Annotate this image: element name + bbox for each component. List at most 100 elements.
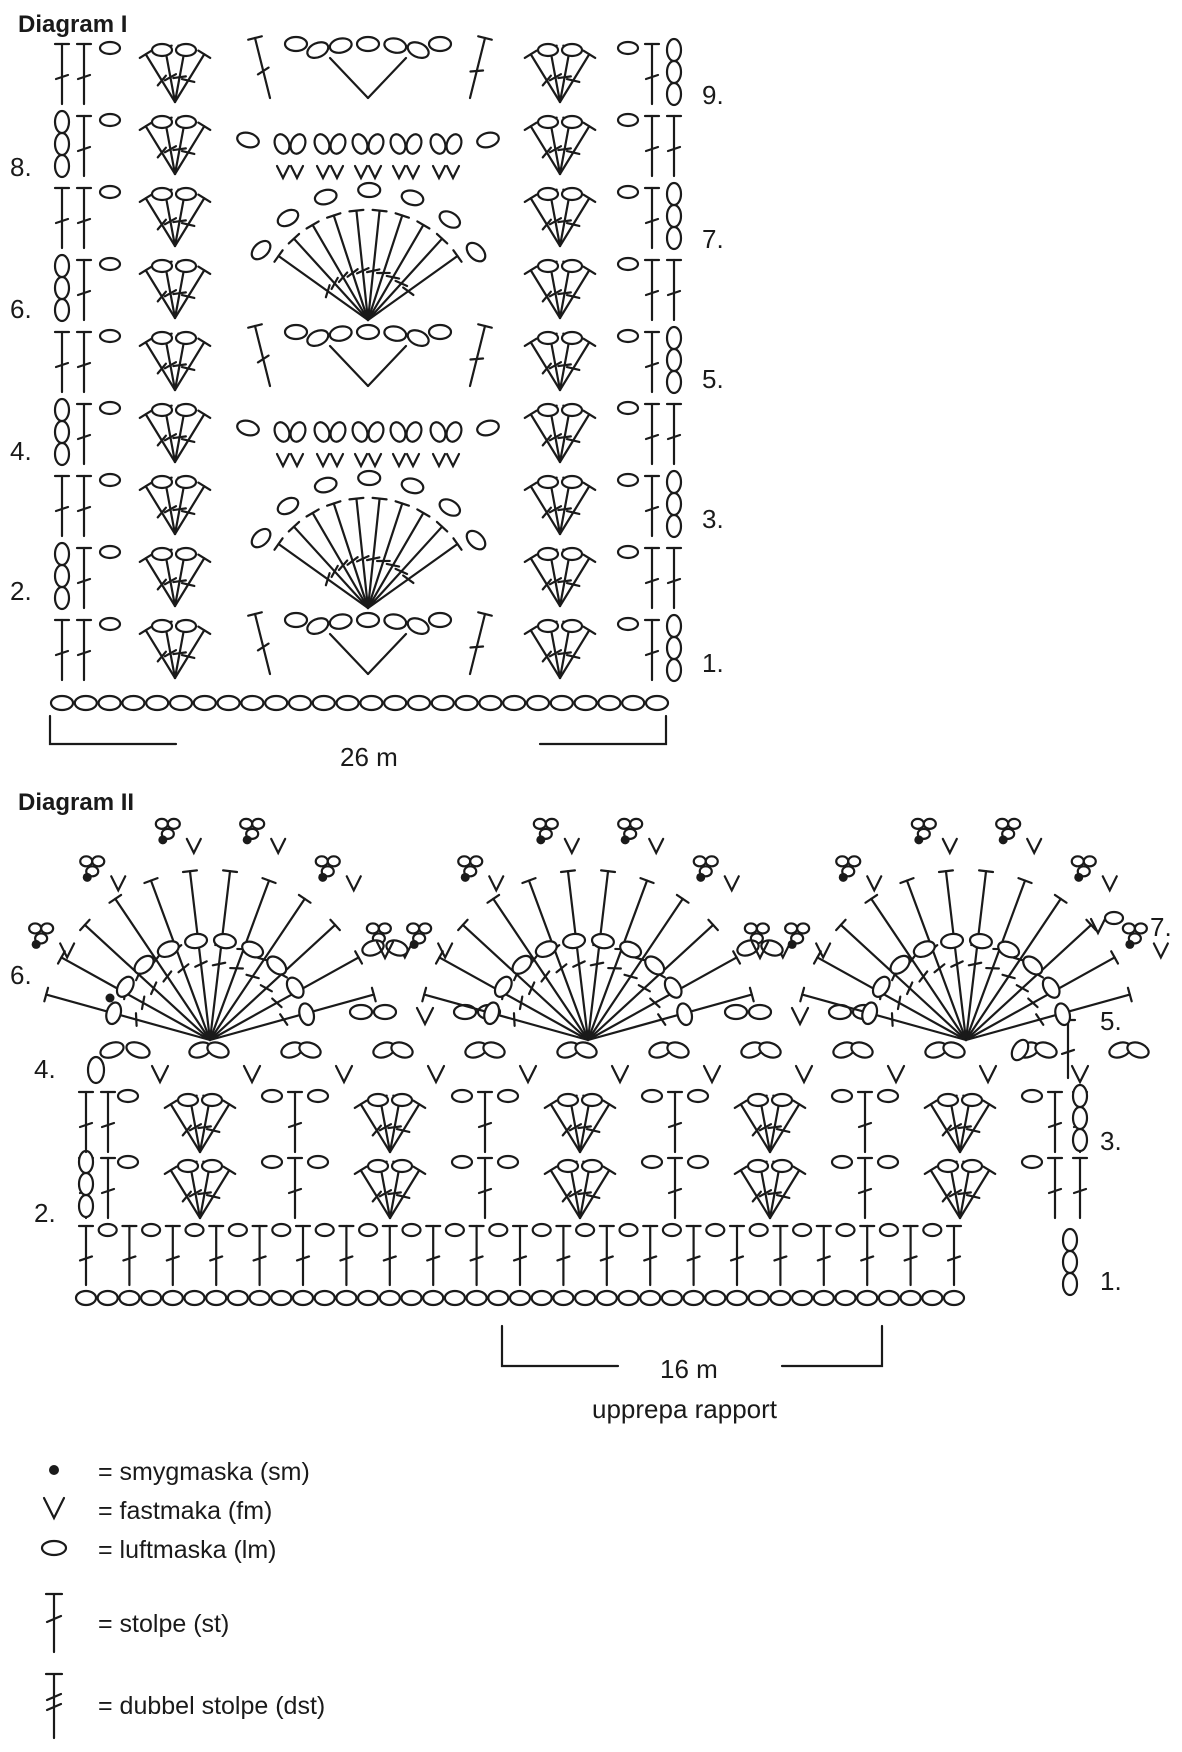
chain-stitch-icon (922, 1222, 943, 1238)
double-crochet-icon (768, 1165, 807, 1220)
double-crochet-icon (173, 625, 212, 680)
chain-stitch-icon (1010, 1038, 1030, 1062)
chain-stitch-icon (665, 59, 683, 85)
single-crochet-icon (978, 1064, 998, 1085)
chain-stitch-icon (378, 1289, 401, 1307)
chain-stitch-icon (105, 1001, 123, 1026)
double-crochet-icon (138, 481, 177, 536)
chain-stitch-icon (49, 694, 75, 712)
double-crochet-icon (643, 474, 661, 538)
single-crochet-icon (315, 164, 331, 181)
chain-stitch-icon (661, 1222, 683, 1238)
chain-stitch-icon (536, 258, 560, 274)
double-crochet-icon (138, 121, 177, 176)
double-crochet-icon (251, 1224, 268, 1287)
chain-stitch-icon (544, 817, 559, 830)
chain-stitch-icon (355, 611, 381, 629)
slip-stitch-icon (409, 939, 419, 949)
chain-stitch-icon (616, 184, 640, 200)
chain-stitch-icon (560, 330, 584, 346)
slip-stitch-icon (914, 835, 924, 845)
single-crochet-icon (1070, 1064, 1090, 1085)
chain-stitch-icon (476, 419, 500, 437)
chain-stitch-icon (366, 1158, 390, 1174)
d1-row-1: 1. (702, 648, 724, 678)
chain-stitch-icon (616, 328, 640, 344)
double-crochet-icon (523, 409, 562, 464)
chain-stitch-icon (536, 474, 560, 490)
chain-stitch-icon (621, 694, 646, 712)
double-crochet-icon (558, 625, 597, 680)
treble-crochet-icon (108, 893, 212, 1042)
chain-stitch-icon (313, 1289, 336, 1307)
chain-stitch-icon (445, 421, 463, 443)
chain-stitch-icon (878, 1222, 900, 1238)
double-crochet-icon (643, 618, 661, 682)
chain-stitch-icon (665, 635, 683, 661)
double-crochet-icon (468, 323, 493, 388)
chain-stitch-icon (574, 1222, 596, 1238)
double-crochet-icon (53, 474, 71, 538)
double-crochet-icon (286, 1156, 304, 1220)
double-crochet-icon (958, 1165, 997, 1220)
chain-stitch-icon (53, 419, 71, 445)
double-crochet-icon (294, 1224, 312, 1287)
chain-stitch-icon (98, 328, 122, 344)
chain-stitch-icon (496, 1154, 520, 1170)
chain-stitch-icon (174, 258, 198, 274)
double-crochet-icon (665, 258, 683, 322)
chain-stitch-icon (574, 1041, 598, 1059)
chain-stitch-icon (53, 253, 71, 279)
double-crochet-icon (558, 481, 597, 536)
chain-stitch-icon (357, 1289, 380, 1307)
slip-stitch-icon (105, 993, 115, 1003)
legend-slip-stitch-icon (49, 1465, 59, 1475)
chain-stitch-icon (390, 1092, 414, 1108)
double-crochet-icon (685, 1224, 702, 1287)
double-crochet-icon (856, 1090, 874, 1154)
double-crochet-icon (53, 330, 71, 394)
chain-stitch-icon (1020, 1088, 1044, 1104)
legend-double-crochet-icon (44, 1592, 64, 1654)
chain-stitch-icon (942, 1289, 966, 1307)
chain-stitch-icon (96, 1289, 119, 1307)
double-crochet-icon (247, 323, 272, 388)
chain-stitch-icon (306, 617, 330, 635)
double-crochet-icon (523, 49, 562, 104)
chain-stitch-icon (746, 1092, 770, 1108)
chain-stitch-icon (53, 585, 71, 611)
double-crochet-icon (902, 1224, 919, 1287)
chain-stitch-icon (1022, 955, 1044, 976)
chain-stitch-icon (406, 922, 421, 935)
chain-stitch-icon (427, 323, 453, 341)
single-crochet-icon (1089, 917, 1107, 936)
chain-stitch-icon (597, 694, 622, 712)
chain-stitch-icon (427, 35, 453, 53)
chain-stitch-icon (150, 42, 174, 58)
chain-stitch-icon (250, 527, 272, 549)
chain-stitch-icon (1071, 1127, 1089, 1153)
double-crochet-icon (163, 1099, 202, 1154)
chain-stitch-icon (174, 186, 198, 202)
chain-stitch-icon (770, 1092, 794, 1108)
d1-row-5: 5. (702, 364, 724, 394)
chain-stitch-icon (830, 1088, 854, 1104)
chain-stitch-icon (133, 954, 155, 975)
double-crochet-icon (923, 1099, 962, 1154)
slip-stitch-icon (998, 835, 1008, 845)
chain-stitch-icon (960, 1158, 984, 1174)
double-crochet-icon (643, 402, 661, 466)
d2-row-2: 2. (34, 1198, 56, 1228)
chain-stitch-icon (562, 932, 587, 950)
double-crochet-icon (815, 1224, 832, 1287)
double-crochet-icon (468, 1224, 485, 1287)
d2-repeat-label: upprepa rapport (592, 1394, 778, 1424)
double-crochet-icon (543, 1099, 582, 1154)
chain-stitch-icon (747, 1289, 770, 1307)
chain-stitch-icon (536, 330, 560, 346)
chain-stitch-icon (406, 617, 430, 635)
double-crochet-icon (643, 546, 661, 610)
chain-stitch-icon (616, 616, 640, 632)
chain-stitch-icon (383, 325, 408, 342)
